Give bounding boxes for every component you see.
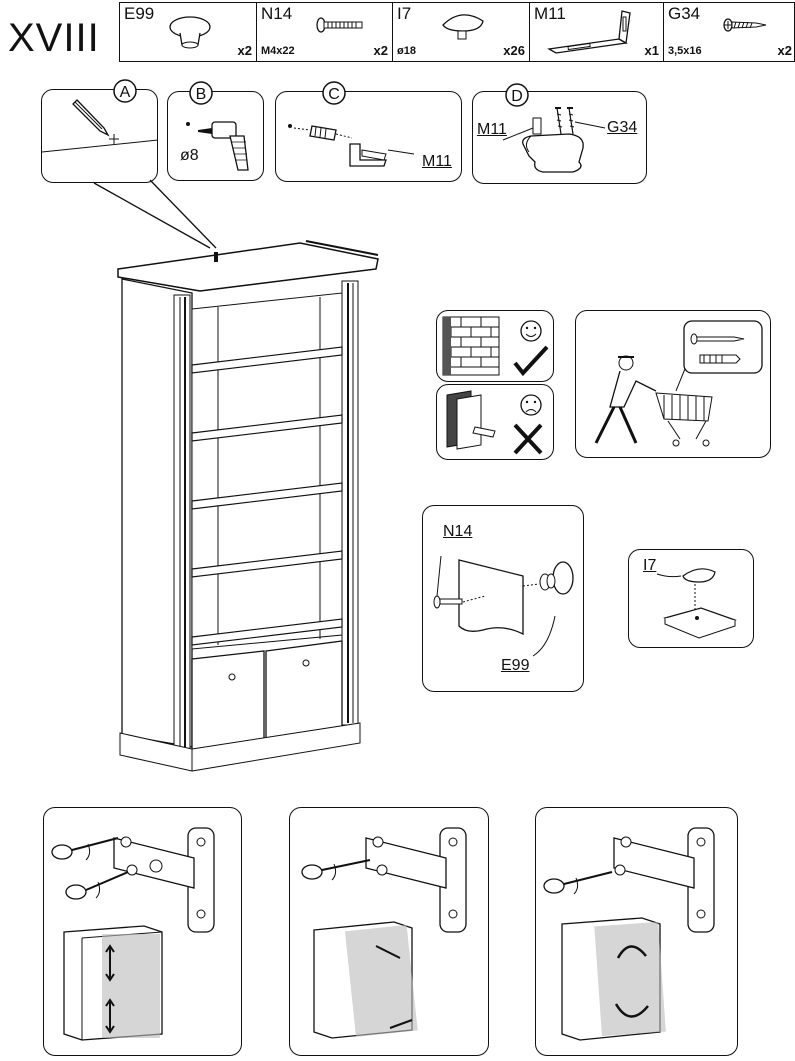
cabinet-door-icon bbox=[313, 921, 418, 1039]
part-cell-i7: I7 ø18 x26 bbox=[393, 3, 530, 61]
drill-size-label: ø8 bbox=[180, 147, 199, 164]
hinge-adjust-panel-3 bbox=[535, 807, 738, 1056]
shopping-cart-illustration bbox=[594, 320, 763, 447]
pencil-icon bbox=[72, 99, 110, 137]
knob-assembly-panel: N14 E99 bbox=[422, 505, 584, 692]
part-code: I7 bbox=[397, 4, 412, 23]
detail-d-left-label: M11 bbox=[477, 121, 507, 138]
cap-assembly-panel: I7 bbox=[628, 549, 754, 648]
screwdriver-icon bbox=[543, 871, 613, 894]
wall-bad-panel bbox=[436, 384, 554, 460]
cabinet-door-icon bbox=[561, 917, 666, 1041]
person-icon bbox=[594, 355, 657, 444]
svg-text:D: D bbox=[511, 88, 523, 105]
callout-lines bbox=[93, 179, 217, 249]
part-code: M11 bbox=[534, 4, 566, 23]
bookcase-illustration bbox=[117, 240, 379, 772]
hinge-adjust-panel-2 bbox=[289, 807, 489, 1056]
part-cell-m11: M11 x1 bbox=[530, 3, 664, 61]
bolt-label: N14 bbox=[443, 523, 473, 540]
hinge-icon bbox=[365, 827, 467, 933]
svg-text:C: C bbox=[328, 86, 340, 103]
part-qty: x2 bbox=[237, 43, 252, 58]
part-qty: x1 bbox=[644, 43, 659, 58]
marker-a: A bbox=[113, 79, 137, 103]
knob-assembly-illustration bbox=[433, 555, 574, 657]
detail-b-panel: ø8 bbox=[167, 91, 264, 181]
marker-c: C bbox=[322, 81, 346, 105]
part-code: N14 bbox=[261, 4, 293, 23]
detail-a-panel bbox=[41, 89, 159, 183]
cabinet-door-icon bbox=[63, 925, 163, 1041]
buy-fixings-panel bbox=[575, 310, 771, 458]
bolt-icon bbox=[433, 595, 463, 609]
hinge-icon bbox=[613, 827, 715, 933]
part-cell-g34: G34 3,5x16 x2 bbox=[664, 3, 795, 61]
bracket-icon bbox=[547, 10, 631, 54]
hinge-adjust-panel-1 bbox=[43, 807, 242, 1056]
marker-b: B bbox=[189, 81, 213, 105]
part-qty: x26 bbox=[503, 43, 525, 58]
cap-assembly-illustration bbox=[656, 568, 737, 639]
part-code: G34 bbox=[668, 4, 701, 23]
part-code: E99 bbox=[124, 4, 155, 23]
wall-ok-panel bbox=[436, 310, 554, 382]
svg-text:B: B bbox=[196, 86, 207, 103]
door-knob-icon bbox=[228, 673, 236, 681]
screwdriver-icon bbox=[301, 859, 371, 880]
shelf-pin-cap-icon bbox=[442, 14, 484, 40]
sad-face-icon bbox=[520, 394, 542, 416]
hinge-depth-adjust-illustration bbox=[51, 827, 215, 1041]
knob-label: E99 bbox=[501, 657, 530, 674]
part-cell-e99: E99 x2 bbox=[120, 3, 257, 61]
part-qty: x2 bbox=[777, 43, 792, 58]
pencil-mark-illustration bbox=[41, 99, 159, 153]
checkmark-icon bbox=[513, 345, 549, 377]
screw-icon bbox=[723, 18, 767, 32]
hollow-wall-icon bbox=[446, 390, 543, 455]
hinge-icon bbox=[113, 827, 215, 933]
marker-d: D bbox=[505, 83, 529, 107]
hinge-side-adjust-illustration bbox=[301, 827, 467, 1039]
detail-c-part-label: M11 bbox=[422, 153, 452, 170]
top-bracket-illustration bbox=[502, 107, 606, 173]
bolt-icon bbox=[316, 17, 363, 33]
detail-c-panel: M11 bbox=[275, 91, 462, 182]
detail-d-panel: M11 G34 bbox=[472, 91, 647, 184]
part-spec: ø18 bbox=[397, 45, 416, 57]
part-qty: x2 bbox=[373, 43, 388, 58]
drill-icon bbox=[186, 121, 249, 171]
step-number: XVIII bbox=[8, 16, 100, 60]
cart-icon bbox=[655, 392, 713, 447]
smiley-icon bbox=[520, 320, 542, 342]
svg-text:A: A bbox=[120, 84, 131, 101]
screwdriver-icon bbox=[51, 837, 129, 900]
hinge-height-adjust-illustration bbox=[543, 827, 715, 1041]
wall-plug-bracket-illustration bbox=[288, 124, 415, 167]
knob-icon bbox=[539, 561, 574, 595]
part-spec: 3,5x16 bbox=[668, 45, 702, 57]
door-knob-icon bbox=[302, 659, 310, 667]
cross-icon bbox=[513, 423, 543, 455]
detail-d-right-label: G34 bbox=[607, 119, 638, 136]
knob-icon bbox=[169, 16, 211, 49]
part-cell-n14: N14 M4x22 x2 bbox=[257, 3, 393, 61]
parts-table: E99 x2 N14 M4x22 x2 I7 ø18 x26 M11 bbox=[119, 2, 795, 62]
brick-wall-icon bbox=[442, 316, 549, 377]
part-spec: M4x22 bbox=[261, 45, 295, 57]
cap-label: I7 bbox=[643, 557, 657, 574]
